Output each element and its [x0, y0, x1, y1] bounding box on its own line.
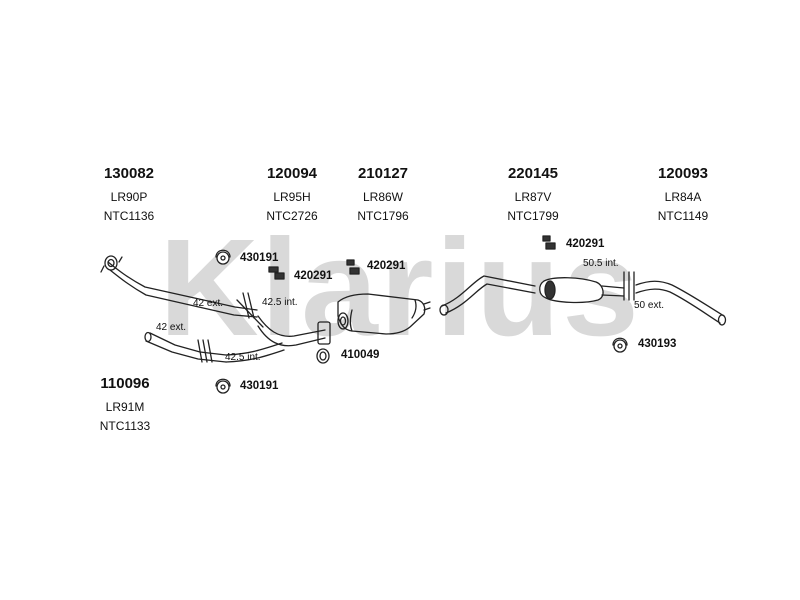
- front-pipe-110096: [144, 331, 227, 363]
- clamp-icon: [268, 266, 285, 280]
- front-silencer-210127: [337, 293, 431, 335]
- part-number: 210127: [357, 165, 409, 182]
- part-number: 130082: [103, 165, 155, 182]
- part-ref: NTC2726: [266, 209, 318, 223]
- hanger-icon: [612, 337, 628, 353]
- dimension-label: 50 ext.: [634, 300, 665, 311]
- clamp-icon: [542, 235, 556, 250]
- rear-silencer-220145: [439, 275, 625, 316]
- part-code: LR90P: [110, 190, 148, 204]
- accessory-label: 430193: [638, 338, 677, 350]
- part-label-120094: 120094 LR95H NTC2726: [247, 165, 337, 223]
- front-pipe-130082: [100, 255, 258, 318]
- accessory-label: 430191: [240, 252, 279, 264]
- accessory-label: 430191: [240, 380, 279, 392]
- part-code: LR86W: [362, 190, 403, 204]
- dimension-label: 42 ext.: [193, 298, 224, 309]
- part-label-220145: 220145 LR87V NTC1799: [488, 165, 578, 223]
- tail-pipe-120093: [623, 271, 727, 326]
- part-ref: NTC1799: [507, 209, 559, 223]
- part-code: LR95H: [273, 190, 311, 204]
- part-number: 220145: [507, 165, 559, 182]
- part-label-130082: 130082 LR90P NTC1136: [84, 165, 174, 223]
- part-code: LR84A: [664, 190, 702, 204]
- part-number: 120094: [266, 165, 318, 182]
- part-number: 120093: [657, 165, 709, 182]
- clamp-icon: [346, 259, 360, 275]
- accessory-label: 420291: [367, 260, 406, 272]
- accessory-label: 420291: [294, 270, 333, 282]
- part-label-110096: 110096 LR91M NTC1133: [80, 375, 170, 433]
- ring-icon: [316, 348, 330, 364]
- part-label-120093: 120093 LR84A NTC1149: [638, 165, 728, 223]
- part-ref: NTC1149: [657, 209, 709, 223]
- hanger-icon: [215, 249, 231, 265]
- part-label-210127: 210127 LR86W NTC1796: [338, 165, 428, 223]
- intermediate-pipe-120094: [225, 292, 331, 363]
- dimension-label: 42.5 int.: [262, 297, 298, 308]
- dimension-label: 42.5 int.: [225, 352, 261, 363]
- part-number: 110096: [100, 375, 150, 392]
- part-ref: NTC1796: [357, 209, 409, 223]
- part-code: LR91M: [105, 400, 145, 414]
- accessory-label: 420291: [566, 238, 605, 250]
- hanger-icon: [215, 378, 231, 394]
- dimension-label: 50.5 int.: [583, 258, 619, 269]
- part-code: LR87V: [514, 190, 552, 204]
- accessory-label: 410049: [341, 349, 380, 361]
- dimension-label: 42 ext.: [156, 322, 187, 333]
- part-ref: NTC1133: [99, 419, 151, 433]
- part-ref: NTC1136: [103, 209, 155, 223]
